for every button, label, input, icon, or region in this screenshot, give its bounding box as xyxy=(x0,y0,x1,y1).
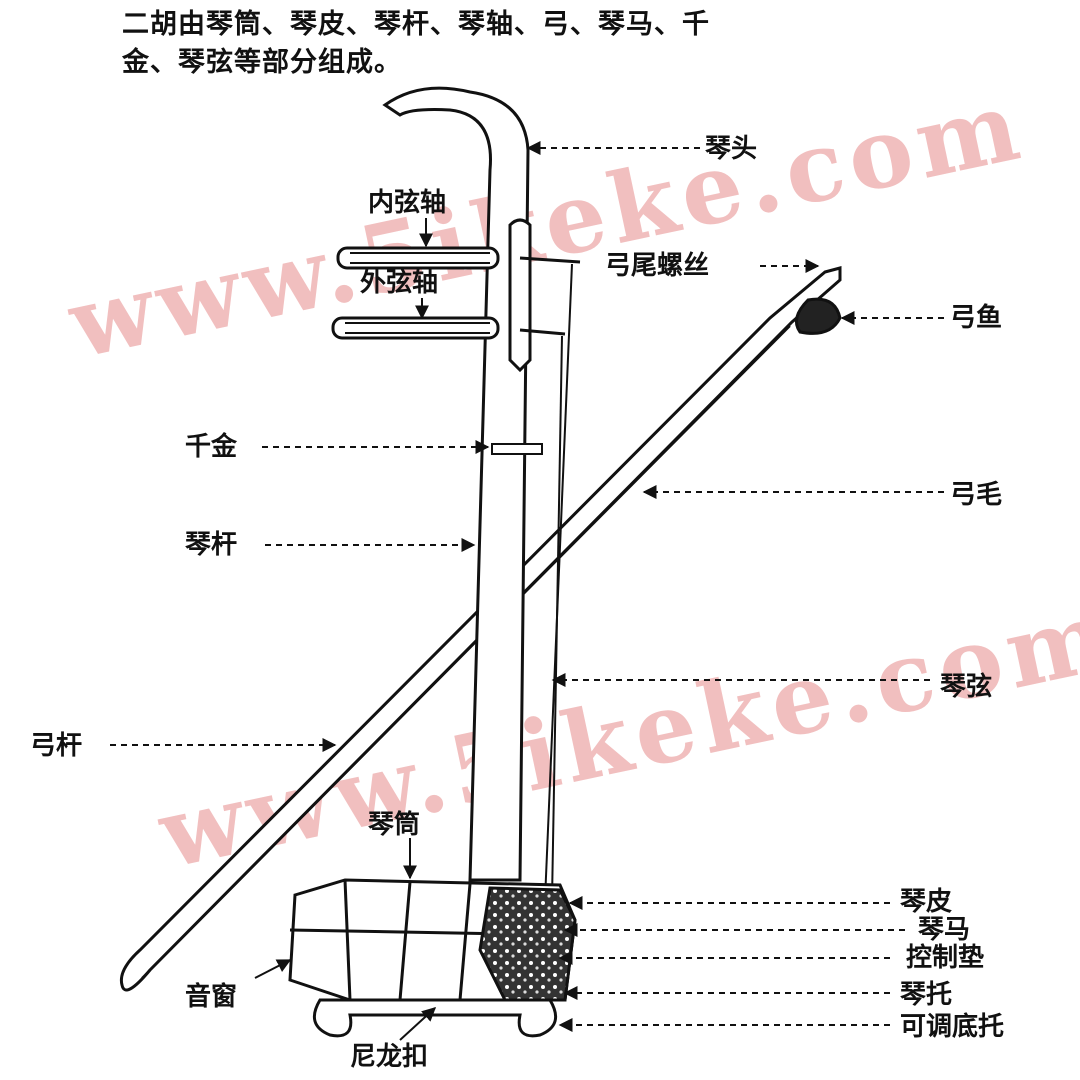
intro-text: 二胡由琴筒、琴皮、琴杆、琴轴、弓、琴马、千 金、琴弦等部分组成。 xyxy=(122,6,822,82)
label-qinma: 琴马 xyxy=(918,915,971,945)
label-qintuo: 琴托 xyxy=(900,980,953,1010)
strings xyxy=(491,263,573,901)
erhu-neck xyxy=(382,86,532,882)
label-gongmao: 弓毛 xyxy=(950,480,1003,510)
bow-frog xyxy=(794,297,842,335)
leader-lines xyxy=(110,141,944,1041)
label-ketiaoditou: 可调底托 xyxy=(900,1012,1005,1042)
label-nilongkou: 尼龙扣 xyxy=(350,1042,429,1072)
label-waixianzhou: 外弦轴 xyxy=(360,268,439,298)
intro-line-1: 二胡由琴筒、琴皮、琴杆、琴轴、弓、琴马、千 xyxy=(122,9,710,40)
label-qinpi: 琴皮 xyxy=(900,887,953,917)
label-qinxian: 琴弦 xyxy=(940,672,993,702)
label-gonggan: 弓杆 xyxy=(30,731,83,761)
resonator-body xyxy=(288,878,577,1002)
tuning-pegs xyxy=(331,246,581,340)
label-gongyu: 弓鱼 xyxy=(950,303,1003,333)
label-qintou: 琴头 xyxy=(705,134,758,164)
base-stand xyxy=(312,998,558,1038)
label-qianjin: 千金 xyxy=(185,432,238,462)
label-qingan: 琴杆 xyxy=(185,530,238,560)
label-kongzhidian: 控制垫 xyxy=(906,943,985,973)
label-neixianzhou: 内弦轴 xyxy=(368,188,447,218)
intro-line-2: 金、琴弦等部分组成。 xyxy=(122,47,402,78)
label-qintong: 琴筒 xyxy=(368,810,421,840)
label-gongweiluosi: 弓尾螺丝 xyxy=(605,251,710,281)
label-yinchuang: 音窗 xyxy=(185,982,238,1012)
